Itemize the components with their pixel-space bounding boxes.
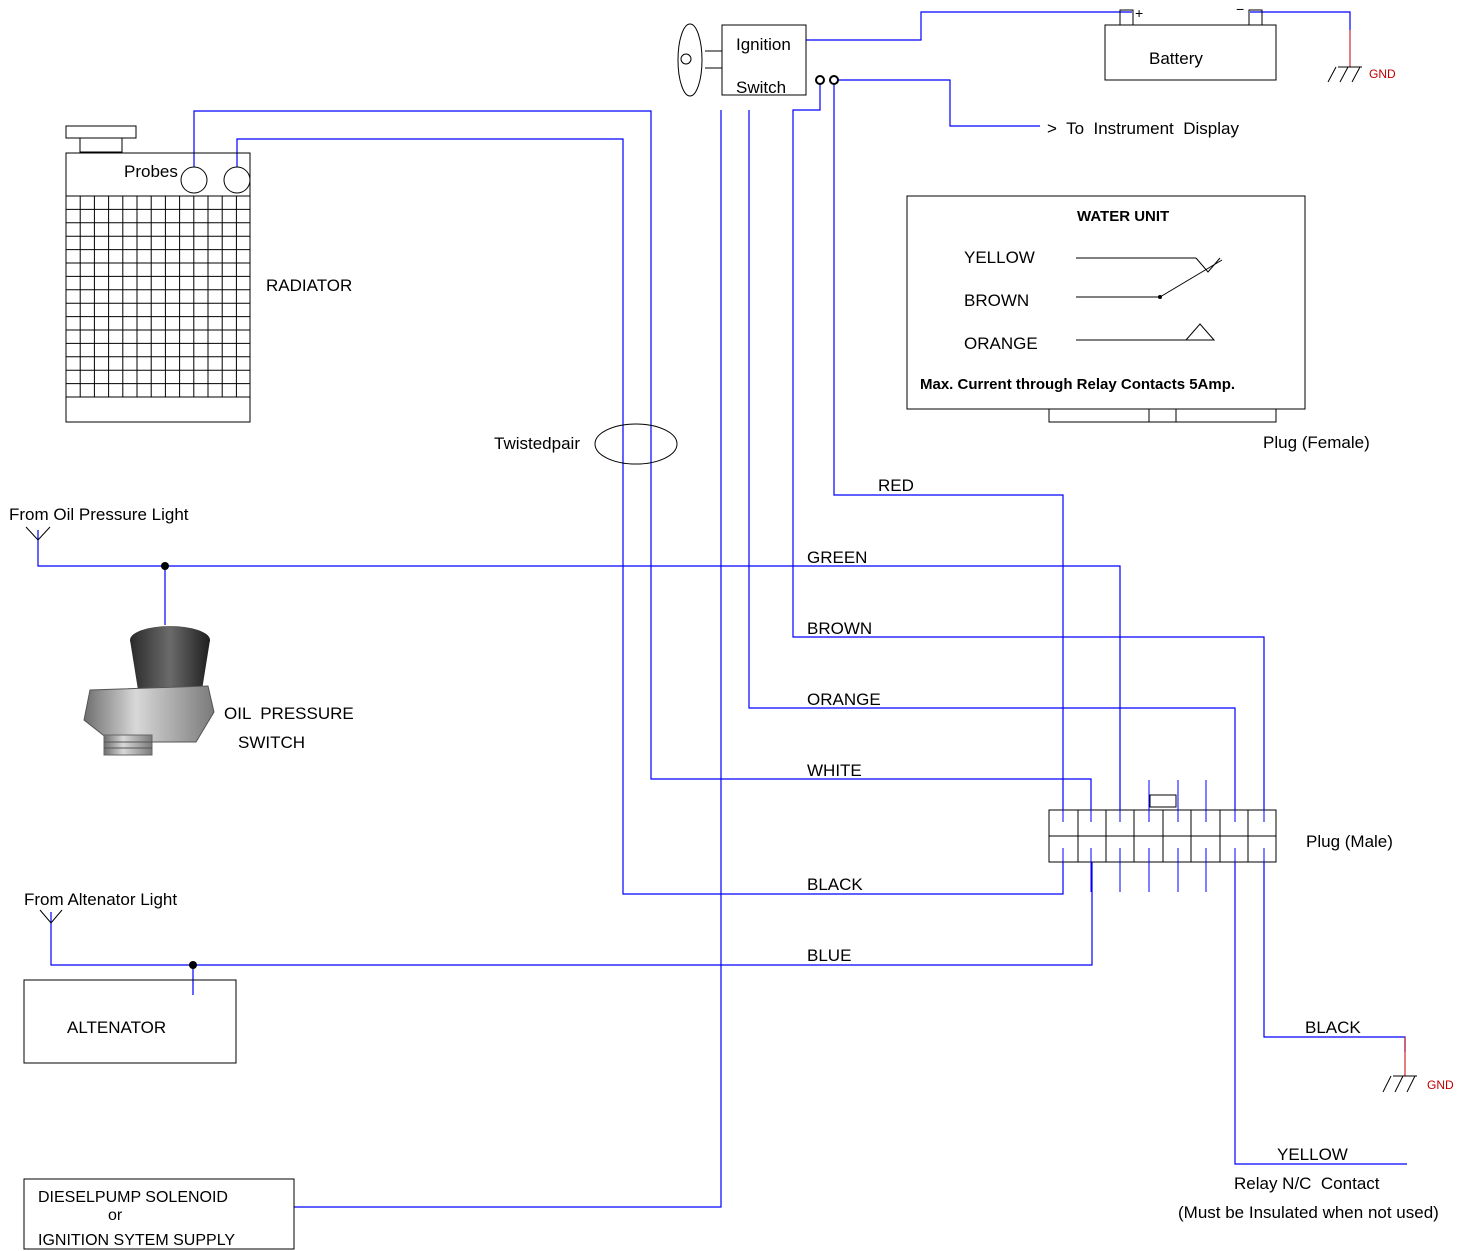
wire-label-orange: ORANGE: [807, 690, 881, 709]
relay-contact-arm: [1159, 259, 1223, 298]
oil-pressure-switch-icon: [83, 626, 215, 756]
relay-note-label: (Must be Insulated when not used): [1178, 1203, 1439, 1222]
oil-switch-label-1: OIL PRESSURE: [224, 704, 354, 723]
ignition-terminal-2: [829, 75, 839, 85]
wire-label-red: RED: [878, 476, 914, 495]
water-unit-row-yellow: YELLOW: [964, 248, 1035, 267]
gnd-label-top: GND: [1369, 67, 1396, 81]
wire-green: [37, 530, 1121, 810]
ignition-key-icon: [677, 23, 703, 97]
twisted-pair-label: Twistedpair: [494, 434, 580, 453]
water-unit-row-orange: ORANGE: [964, 334, 1038, 353]
wire-battery-gnd: [1250, 11, 1351, 30]
diesel-label-2: or: [108, 1207, 123, 1224]
altenator-input: From Altenator Light ALTENATOR: [23, 890, 237, 1064]
probe-2: [223, 166, 251, 194]
radiator-core-grid: [66, 195, 250, 398]
alt-light-label: From Altenator Light: [24, 890, 177, 909]
ground-symbol-top: GND: [1327, 30, 1396, 83]
battery-label: Battery: [1149, 49, 1203, 68]
wire-labels: RED GREEN BROWN ORANGE WHITE BLACK BLUE …: [807, 476, 1361, 1164]
wire-blue: [50, 862, 1093, 966]
wire-ignition-battery: [806, 11, 1132, 41]
oil-switch-label-2: SWITCH: [238, 733, 305, 752]
wire-label-brown: BROWN: [807, 619, 872, 638]
battery-box: [1104, 24, 1277, 81]
wire-label-white: WHITE: [807, 761, 862, 780]
female-plug: [1048, 408, 1277, 423]
relay-nc-label: Relay N/C Contact: [1234, 1174, 1380, 1193]
radiator-body: [65, 152, 251, 423]
wire-label-black: BLACK: [807, 875, 863, 894]
altenator-box: [23, 979, 237, 1064]
wire-label-green: GREEN: [807, 548, 867, 567]
relay-contact-orange: [1185, 323, 1216, 341]
plug-female-label: Plug (Female): [1263, 433, 1370, 452]
ground-symbol-bottom: GND: [1382, 1037, 1454, 1093]
wire-yellow: [1234, 862, 1407, 1165]
probe-1: [180, 166, 208, 194]
junction-alt: [189, 961, 197, 969]
ignition-box: [721, 24, 807, 96]
male-plug: [1048, 780, 1277, 892]
battery-minus-sign: −: [1236, 1, 1244, 17]
instrument-display-label: > To Instrument Display: [1047, 119, 1239, 138]
oil-pressure-input: From Oil Pressure Light: [9, 505, 189, 570]
switch-label: Switch: [736, 78, 786, 97]
junction-oil: [161, 562, 169, 570]
dieselpump-box: [23, 1178, 295, 1250]
twisted-pair-marker: [594, 423, 678, 465]
water-unit-note: Max. Current through Relay Contacts 5Amp…: [920, 376, 1235, 393]
battery-plus-sign: +: [1135, 5, 1143, 21]
plug-male-label: Plug (Male): [1306, 832, 1393, 851]
wire-brown: [792, 80, 1265, 810]
altenator-label: ALTENATOR: [67, 1018, 166, 1037]
wire-diesel: [294, 110, 722, 1208]
wire-label-yellow: YELLOW: [1277, 1145, 1348, 1164]
diesel-label-1: DIESELPUMP SOLENOID: [38, 1189, 228, 1206]
ignition-terminal-1: [815, 75, 825, 85]
wire-instrument: [834, 79, 1040, 127]
battery: + − Battery: [1104, 1, 1277, 81]
radiator-label: RADIATOR: [266, 276, 352, 295]
radiator: Probes: [65, 125, 251, 423]
gnd-label-bottom: GND: [1427, 1078, 1454, 1092]
probes-label: Probes: [124, 162, 178, 181]
water-unit: WATER UNIT YELLOW BROWN ORANGE Max. Curr…: [906, 195, 1306, 423]
wire-red: [833, 80, 1064, 810]
wire-label-blue: BLUE: [807, 946, 851, 965]
radiator-cap: [65, 125, 137, 139]
wire-label-black-gnd: BLACK: [1305, 1018, 1361, 1037]
water-unit-row-brown: BROWN: [964, 291, 1029, 310]
male-plug-key: [1149, 794, 1177, 808]
wire-black: [236, 138, 1064, 895]
oil-light-label: From Oil Pressure Light: [9, 505, 189, 524]
ignition-switch: Ignition Switch: [677, 23, 839, 97]
wire-orange: [748, 110, 1236, 810]
diesel-label-3: IGNITION SYTEM SUPPLY: [38, 1232, 235, 1249]
dieselpump-solenoid: DIESELPUMP SOLENOID or IGNITION SYTEM SU…: [23, 1178, 295, 1250]
battery-positive-terminal: [1119, 9, 1134, 26]
ignition-label: Ignition: [736, 35, 791, 54]
battery-negative-terminal: [1248, 9, 1263, 26]
water-unit-title: WATER UNIT: [1077, 208, 1169, 225]
